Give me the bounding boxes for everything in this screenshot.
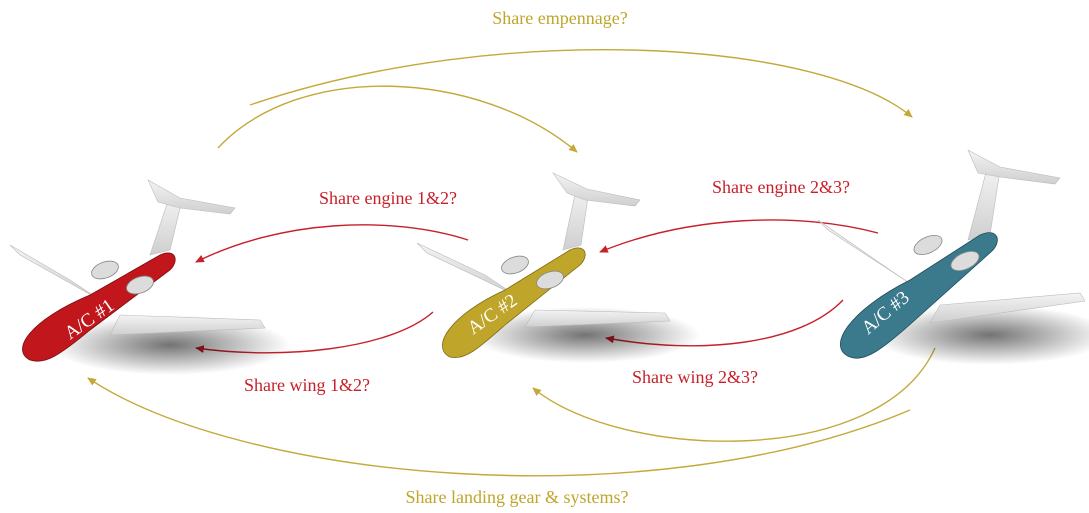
label-share-engine-12: Share engine 1&2? [319,188,457,208]
right-wing [929,292,1086,324]
aircraft-2: A/C #2 [416,172,700,363]
empennage-arrow-1-to-3 [249,48,913,118]
label-share-wing-12: Share wing 1&2? [244,375,370,395]
label-share-engine-23: Share engine 2&3? [712,177,850,197]
engine-left [91,260,119,280]
landing-gear-arrow-3-to-1 [87,377,911,477]
engine-right [126,275,154,295]
horizontal-tail [147,179,236,215]
engine-12-arrow [195,224,469,263]
label-share-wing-23: Share wing 2&3? [632,367,758,387]
empennage-arrow-1-to-2 [217,85,578,153]
engine-right [536,270,564,290]
left-wing [416,242,516,296]
right-wing [524,309,671,328]
aircraft-3: A/C #3 [817,149,1089,365]
left-wing [9,244,101,301]
engine-right [950,250,980,272]
engine-left [501,255,529,275]
right-wing [109,314,266,336]
horizontal-tail [552,172,641,207]
aircraft-1: A/C #1 [9,179,290,375]
landing-gear-arrow-3-to-2 [532,347,936,442]
aircraft-shadow [50,315,290,375]
label-share-empennage: Share empennage? [492,8,627,28]
aircraft-shadow [870,305,1089,365]
label-share-landing-gear: Share landing gear & systems? [406,487,629,507]
horizontal-tail [967,149,1061,185]
engine-left [913,234,943,256]
engine-23-arrow [599,219,879,253]
